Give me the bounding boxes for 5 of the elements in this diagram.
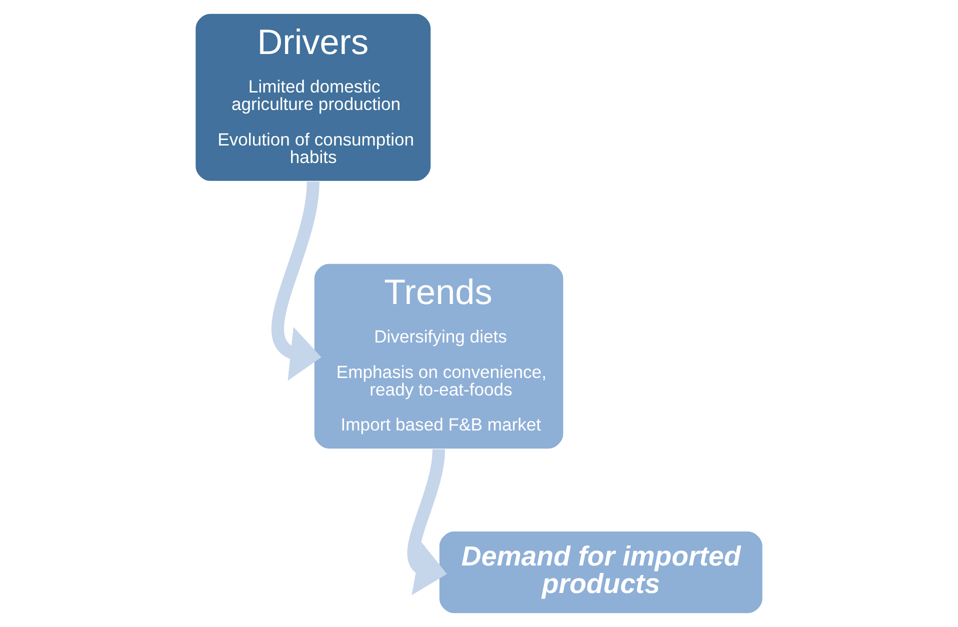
node-box: Drivers Limited domestic agriculture production Evolution of consumption habits <box>194 12 432 182</box>
arrow <box>272 181 322 381</box>
node-box: Demand for imported products <box>438 530 764 614</box>
node-box: Trends Diversifying diets Emphasis on convenience, ready to-eat-foods Import based F&B market <box>313 262 564 450</box>
arrow <box>407 448 447 596</box>
